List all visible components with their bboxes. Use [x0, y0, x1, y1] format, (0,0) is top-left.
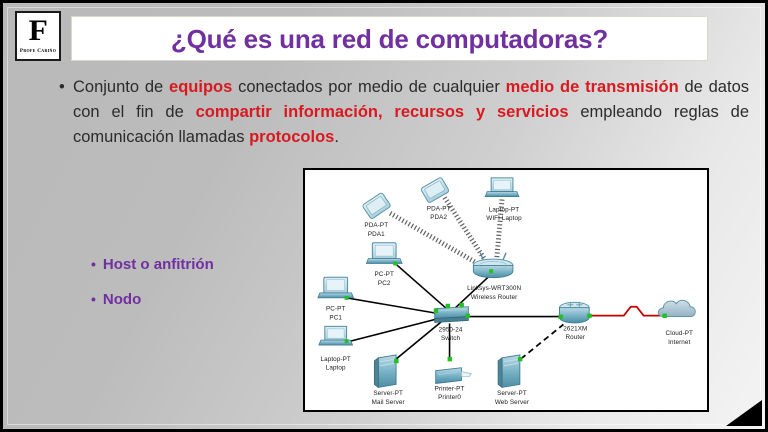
- port-indicator: [394, 358, 399, 364]
- terms-list: • Host o anfitrión • Nodo: [91, 255, 291, 325]
- link-mail-switch: [394, 320, 443, 361]
- device-pda1: PDA-PT PDA1: [362, 192, 391, 238]
- device-model-label: PC-PT: [326, 306, 346, 313]
- link-webserver-router: [520, 323, 564, 360]
- device-router: 2621XM Router: [558, 301, 592, 341]
- highlighted-term: equipos: [169, 78, 233, 96]
- device-name-label: Web Server: [495, 399, 529, 406]
- definition-paragraph: • Conjunto de equipos conectados por med…: [59, 75, 749, 150]
- list-bullet-icon: •: [91, 256, 96, 272]
- definition-rich-text: Conjunto de equipos conectados por medio…: [73, 78, 749, 146]
- port-indicator: [344, 339, 349, 344]
- device-name-label: Router: [566, 334, 586, 341]
- device-model-label: Laptop-PT: [489, 206, 519, 213]
- port-indicator: [558, 314, 563, 320]
- link-wrouter-switch: [454, 275, 490, 309]
- highlighted-term: medio de transmisión: [505, 78, 679, 96]
- page-title: ¿Qué es una red de computadoras?: [170, 23, 609, 54]
- port-indicator: [587, 313, 592, 319]
- device-model-label: PDA-PT: [427, 205, 451, 212]
- device-model-label: Laptop-PT: [320, 356, 350, 363]
- port-indicator: [445, 303, 451, 309]
- device-model-label: PC-PT: [374, 271, 394, 278]
- port-indicator: [489, 269, 494, 274]
- port-indicator: [393, 261, 398, 266]
- list-bullet-icon: •: [91, 291, 96, 307]
- list-item: • Host o anfitrión: [91, 255, 291, 274]
- device-pc2: PC-PT PC2: [365, 242, 403, 287]
- device-switch: 2950-24 Switch: [433, 302, 470, 342]
- port-indicator: [447, 356, 453, 362]
- device-model-label: Cloud-PT: [666, 330, 694, 337]
- title-plate: ¿Qué es una red de computadoras?: [71, 16, 708, 61]
- port-indicator: [465, 313, 470, 319]
- device-name-label: Mail Server: [372, 399, 405, 406]
- device-name-label: Printer0: [438, 394, 461, 401]
- device-name-label: Laptop: [326, 365, 346, 372]
- port-indicator: [433, 308, 439, 314]
- wireless-link-pda1: [388, 211, 488, 271]
- device-pda2: PDA-PT PDA2: [420, 177, 451, 221]
- logo-caption: Profe Cariño: [19, 48, 57, 54]
- device-name-label: PC2: [378, 280, 391, 287]
- term-label: Host o anfitrión: [102, 256, 214, 273]
- corner-triangle-decoration: [726, 400, 762, 426]
- term-label: Nodo: [102, 291, 142, 308]
- device-model-label: PDA-PT: [364, 222, 388, 229]
- network-topology-svg: PDA-PT PDA1 PDA-PT PDA2 Laptop-PT: [317, 177, 696, 406]
- highlighted-term: protocolos: [249, 128, 335, 146]
- list-item: • Nodo: [91, 290, 291, 309]
- device-wireless-router: Linksys-WRT300N Wireless Router: [467, 252, 521, 301]
- body-text-run: Conjunto de: [73, 78, 170, 96]
- logo-f-glyph: F: [28, 14, 48, 47]
- wireless-link-wifilaptop: [493, 199, 505, 266]
- device-name-label: PDA1: [368, 231, 385, 238]
- device-web-server: Server-PT Web Server: [495, 354, 529, 406]
- device-model-label: Linksys-WRT300N: [467, 285, 521, 292]
- link-pc2-switch: [394, 262, 448, 310]
- device-model-label: Server-PT: [373, 390, 403, 397]
- port-indicator: [344, 295, 349, 300]
- link-laptop-switch: [346, 317, 439, 343]
- port-indicator: [662, 313, 667, 319]
- body-text-run: .: [334, 128, 339, 146]
- device-name-label: Internet: [668, 339, 690, 346]
- link-pc1-switch: [346, 297, 439, 315]
- wireless-link-pda2: [442, 196, 492, 268]
- device-pc1: PC-PT PC1: [317, 276, 355, 322]
- device-internet-cloud: Cloud-PT Internet: [657, 299, 696, 346]
- highlighted-term: compartir información, recursos y servic…: [195, 103, 569, 121]
- device-name-label: Wireless Router: [471, 294, 517, 301]
- device-model-label: Server-PT: [497, 390, 527, 397]
- device-name-label: WIFI Laptop: [486, 215, 522, 222]
- device-wifi-laptop: Laptop-PT WIFI Laptop: [484, 177, 522, 222]
- device-printer: Printer-PT Printer0: [435, 356, 472, 401]
- body-text-run: empleando reglas de comunicación llamada…: [73, 103, 749, 146]
- device-model-label: 2950-24: [439, 326, 463, 333]
- link-router-cloud: [589, 305, 665, 317]
- port-indicator: [459, 302, 464, 308]
- device-mail-server: Server-PT Mail Server: [372, 354, 405, 406]
- device-model-label: 2621XM: [563, 325, 587, 332]
- brand-logo-badge: F Profe Cariño: [15, 11, 61, 61]
- paragraph-bullet: •: [59, 78, 65, 96]
- body-text-run: de datos con el fin de: [73, 78, 749, 121]
- device-name-label: Switch: [441, 335, 461, 342]
- port-indicator: [517, 356, 523, 362]
- device-laptop: Laptop-PT Laptop: [318, 325, 354, 372]
- body-text-run: conectados por medio de cualquier: [232, 78, 506, 96]
- device-name-label: PC1: [329, 315, 342, 322]
- network-topology-image: PDA-PT PDA1 PDA-PT PDA2 Laptop-PT: [303, 168, 709, 412]
- body-text-block: • Conjunto de equipos conectados por med…: [59, 75, 749, 150]
- device-name-label: PDA2: [430, 214, 447, 221]
- device-model-label: Printer-PT: [435, 385, 465, 392]
